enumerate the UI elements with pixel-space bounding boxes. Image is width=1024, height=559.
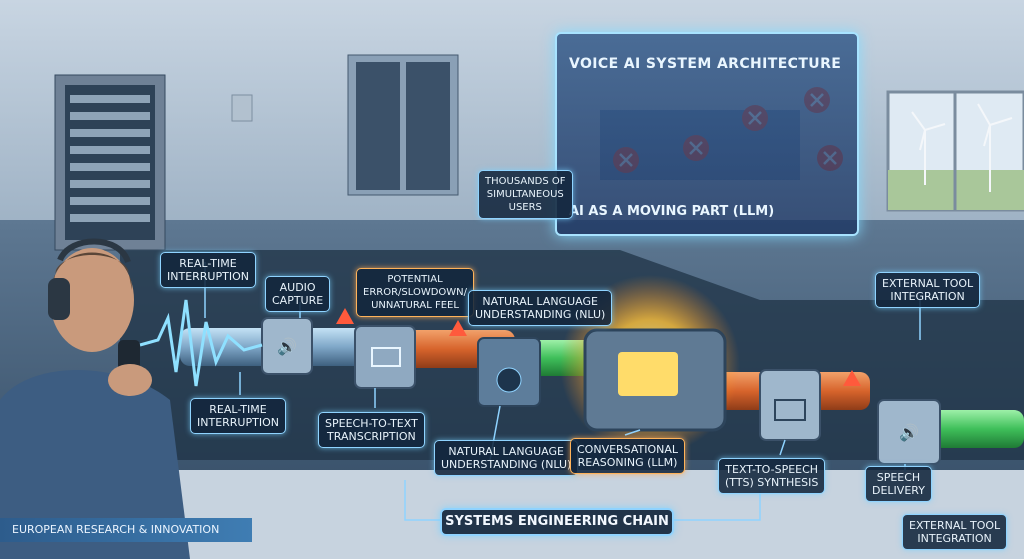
label-reasoning: CONVERSATIONAL REASONING (LLM) [570,438,686,474]
nlu-module [477,337,541,407]
label-potential-error: POTENTIAL ERROR/SLOWDOWN/ UNNATURAL FEEL [356,268,475,317]
label-realtime-interruption-top: REAL-TIME INTERRUPTION [160,252,256,288]
label-tts: TEXT-TO-SPEECH (TTS) SYNTHESIS [718,458,826,494]
label-thousands-users: THOUSANDS OF SIMULTANEOUS USERS [478,170,573,219]
svg-text:🔊: 🔊 [899,423,919,442]
panel-subtitle: AI AS A MOVING PART (LLM) [569,204,775,219]
label-stt: SPEECH-TO-TEXT TRANSCRIPTION [318,412,425,448]
brand-footer: EUROPEAN RESEARCH & INNOVATION [0,518,252,542]
stt-module [354,325,416,389]
warning-icon [449,320,467,336]
label-nlu-top: NATURAL LANGUAGE UNDERSTANDING (NLU) [468,290,613,326]
label-speech-delivery: SPEECH DELIVERY [865,466,932,502]
label-external-tool-bottom: EXTERNAL TOOL INTEGRATION [902,514,1008,550]
speech-delivery-module: 🔊 [877,399,941,465]
label-nlu-bottom: NATURAL LANGUAGE UNDERSTANDING (NLU) [434,440,579,476]
wall-box [231,94,253,122]
label-realtime-interruption-bottom: REAL-TIME INTERRUPTION [190,398,286,434]
warning-icon [843,370,861,386]
label-audio-capture: AUDIO CAPTURE [265,276,331,312]
server-rack-center [347,54,459,196]
architecture-panel: VOICE AI SYSTEM ARCHITECTURE AI AS A MOV… [555,32,859,236]
pipe-segment-green-2 [930,410,1024,448]
systems-engineering-chain-banner: SYSTEMS ENGINEERING CHAIN [440,508,674,536]
sound-wave [139,299,263,387]
warning-icon [336,308,354,324]
svg-text:🔊: 🔊 [277,337,297,356]
audio-capture-module: 🔊 [261,317,313,375]
person-with-headset [0,238,190,559]
tts-module [759,369,821,441]
window-with-wind-turbines [886,90,1024,212]
server-rack-left [54,74,166,251]
label-external-tool-top: EXTERNAL TOOL INTEGRATION [875,272,981,308]
panel-title: VOICE AI SYSTEM ARCHITECTURE [569,56,842,72]
